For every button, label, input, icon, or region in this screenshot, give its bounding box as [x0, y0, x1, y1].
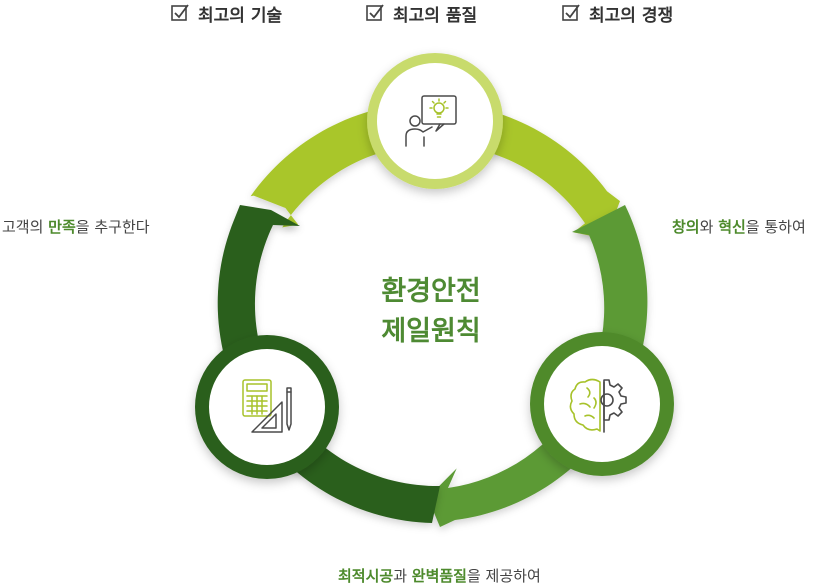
- check-item-competition: 최고의 경쟁: [561, 0, 673, 26]
- center-title: 환경안전 제일원칙: [341, 272, 521, 352]
- caption-bottom: 최적시공과 완벽품질을 제공하여: [338, 566, 541, 586]
- check-item-technology: 최고의 기술: [170, 0, 282, 26]
- caption-bottom-mid: 과: [393, 567, 412, 585]
- brain-gear-icon: [569, 378, 627, 433]
- node-left: [195, 335, 339, 479]
- checkbox-icon: [366, 4, 384, 21]
- caption-left-suffix: 을 추구한다: [75, 218, 150, 236]
- check-label: 최고의 경쟁: [589, 5, 674, 26]
- caption-right-suffix: 을 통하여: [745, 218, 806, 236]
- node-top: [367, 53, 503, 189]
- check-item-quality: 최고의 품질: [365, 0, 477, 26]
- idea-presentation-icon: [405, 95, 457, 147]
- caption-right-highlight-1: 창의: [672, 218, 700, 236]
- caption-left: 고객의 만족을 추구한다: [2, 217, 150, 237]
- calculator-ruler-icon: [242, 379, 292, 433]
- top-checklist: 최고의 기술 최고의 품질 최고의 경쟁: [0, 0, 831, 26]
- caption-right: 창의와 혁신을 통하여: [672, 217, 806, 237]
- caption-left-highlight: 만족: [48, 218, 76, 236]
- caption-bottom-highlight-2: 완벽품질: [411, 567, 467, 585]
- caption-bottom-highlight-1: 최적시공: [338, 567, 394, 585]
- check-label: 최고의 품질: [393, 5, 478, 26]
- caption-right-mid: 와: [699, 218, 719, 236]
- caption-left-prefix: 고객의: [2, 218, 49, 236]
- caption-bottom-suffix: 을 제공하여: [466, 567, 541, 585]
- center-title-line1: 환경안전: [381, 276, 481, 307]
- arrow-segment-top: [250, 102, 620, 239]
- checkbox-icon: [562, 4, 580, 21]
- check-label: 최고의 기술: [198, 5, 283, 26]
- center-title-line2: 제일원칙: [381, 316, 481, 347]
- checkbox-icon: [171, 4, 189, 21]
- caption-right-highlight-2: 혁신: [718, 218, 746, 236]
